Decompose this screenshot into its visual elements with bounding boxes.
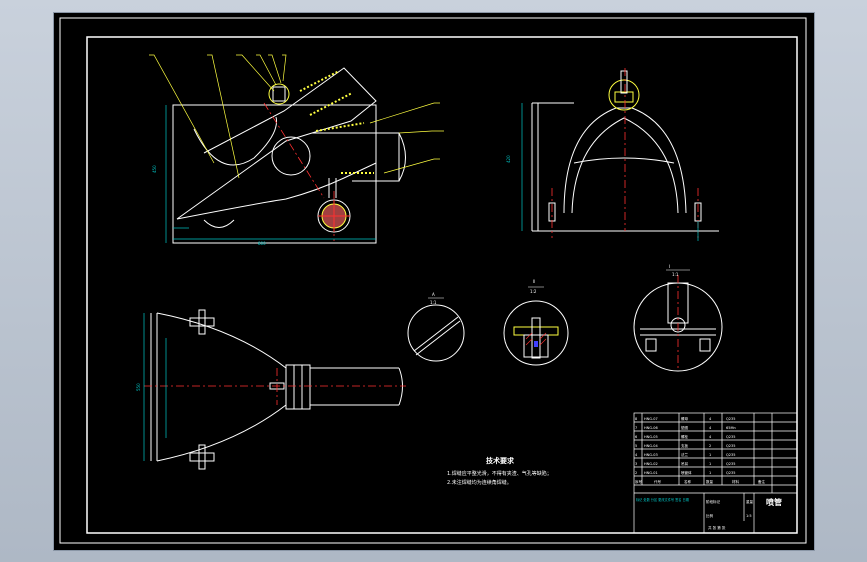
svg-text:材料: 材料 bbox=[732, 479, 740, 484]
scale-detail-ii: 1:2 bbox=[530, 289, 537, 294]
svg-text:1: 1 bbox=[709, 453, 711, 457]
svg-text:HNG-07: HNG-07 bbox=[644, 417, 658, 421]
svg-text:HNG-03: HNG-03 bbox=[644, 453, 658, 457]
drawing-name: 喷管 bbox=[766, 497, 782, 507]
svg-text:HNG-05: HNG-05 bbox=[644, 435, 658, 439]
svg-text:2: 2 bbox=[709, 444, 711, 448]
title-rows: 8 HNG-07 螺母 4 Q235 7 HNG-06 垫圈 4 65Mn 6 … bbox=[635, 416, 766, 484]
outer-border bbox=[59, 17, 807, 544]
title-footer-left: 标记 处数 分区 更改文件号 签名 日期 bbox=[636, 497, 689, 502]
svg-text:8: 8 bbox=[635, 417, 637, 421]
svg-text:数量: 数量 bbox=[706, 479, 714, 484]
svg-text:2: 2 bbox=[635, 471, 637, 475]
center-lines-side bbox=[551, 68, 699, 238]
top-view bbox=[150, 309, 403, 470]
svg-text:垫圈: 垫圈 bbox=[681, 425, 689, 430]
svg-text:1: 1 bbox=[709, 462, 711, 466]
dims-front bbox=[165, 105, 376, 243]
svg-text:Q235: Q235 bbox=[726, 435, 735, 439]
stage-label: 阶段标记 bbox=[706, 499, 720, 504]
lug-detail bbox=[268, 83, 290, 105]
label-detail-a: A bbox=[432, 292, 435, 297]
svg-text:65Mn: 65Mn bbox=[726, 426, 736, 430]
detail-ii-hatch bbox=[525, 332, 547, 346]
svg-text:3: 3 bbox=[635, 462, 637, 466]
title-block bbox=[633, 412, 798, 534]
svg-text:Q235: Q235 bbox=[726, 444, 735, 448]
center-lines-top bbox=[144, 368, 406, 405]
scale-detail-a: 1:1 bbox=[430, 300, 437, 305]
svg-text:6: 6 bbox=[635, 435, 637, 439]
svg-text:4: 4 bbox=[709, 426, 712, 430]
rib-hatching bbox=[299, 70, 374, 174]
label-detail-ii: II bbox=[533, 279, 535, 284]
inner-border bbox=[86, 36, 798, 534]
dim-side-height: 420 bbox=[506, 155, 511, 163]
svg-text:Q235: Q235 bbox=[726, 453, 735, 457]
svg-text:喷管体: 喷管体 bbox=[681, 470, 692, 475]
detail-a bbox=[407, 304, 465, 362]
svg-text:HNG-01: HNG-01 bbox=[644, 471, 658, 475]
svg-text:4: 4 bbox=[635, 453, 638, 457]
svg-text:HNG-06: HNG-06 bbox=[644, 426, 658, 430]
front-view bbox=[172, 67, 406, 244]
svg-text:HNG-02: HNG-02 bbox=[644, 462, 658, 466]
svg-text:HNG-04: HNG-04 bbox=[644, 444, 658, 448]
center-lines-front bbox=[263, 102, 335, 241]
dims-side bbox=[521, 103, 699, 241]
svg-text:1: 1 bbox=[709, 471, 711, 475]
tech-note-2: 2.未注焊缝均为连续角焊缝。 bbox=[447, 479, 512, 486]
svg-text:Q235: Q235 bbox=[726, 462, 735, 466]
svg-text:支板: 支板 bbox=[681, 443, 689, 448]
cad-viewport[interactable]: 800 450 420 bbox=[53, 12, 815, 551]
scale-view: 1:1 bbox=[672, 272, 679, 277]
sheet-label: 共 张 第 张 bbox=[708, 525, 726, 530]
tech-note-1: 1.焊缝应平整光滑，不得有夹渣、气孔等缺陷； bbox=[447, 470, 552, 477]
label-view-i: I bbox=[669, 264, 670, 269]
scale-value: 1:5 bbox=[746, 514, 752, 518]
svg-text:5: 5 bbox=[635, 444, 637, 448]
side-view bbox=[531, 102, 719, 232]
dim-top-width: 550 bbox=[136, 383, 141, 391]
svg-text:螺母: 螺母 bbox=[681, 416, 689, 421]
dims-top bbox=[143, 313, 167, 461]
scale-label: 比例 bbox=[706, 513, 714, 518]
detail-ii bbox=[503, 300, 569, 366]
svg-text:代号: 代号 bbox=[654, 479, 662, 484]
svg-text:备注: 备注 bbox=[758, 479, 766, 484]
leader-lines bbox=[149, 54, 444, 179]
svg-text:螺栓: 螺栓 bbox=[681, 434, 689, 439]
svg-text:法兰: 法兰 bbox=[681, 452, 689, 457]
drawing-canvas: 800 450 420 bbox=[59, 17, 807, 544]
detail-ii-insert bbox=[534, 341, 538, 347]
svg-text:4: 4 bbox=[709, 435, 712, 439]
wheel-detail bbox=[317, 199, 351, 233]
side-lug bbox=[608, 70, 640, 111]
svg-text:吊耳: 吊耳 bbox=[681, 461, 689, 466]
svg-text:4: 4 bbox=[709, 417, 712, 421]
dim-height: 450 bbox=[152, 165, 157, 173]
svg-text:序号: 序号 bbox=[635, 479, 643, 484]
svg-text:Q235: Q235 bbox=[726, 471, 735, 475]
svg-text:名称: 名称 bbox=[684, 479, 692, 484]
tech-title: 技术要求 bbox=[486, 456, 515, 465]
svg-text:7: 7 bbox=[635, 426, 637, 430]
svg-text:Q235: Q235 bbox=[726, 417, 735, 421]
dim-width: 800 bbox=[258, 241, 266, 246]
weight-label: 重量 bbox=[746, 499, 754, 504]
